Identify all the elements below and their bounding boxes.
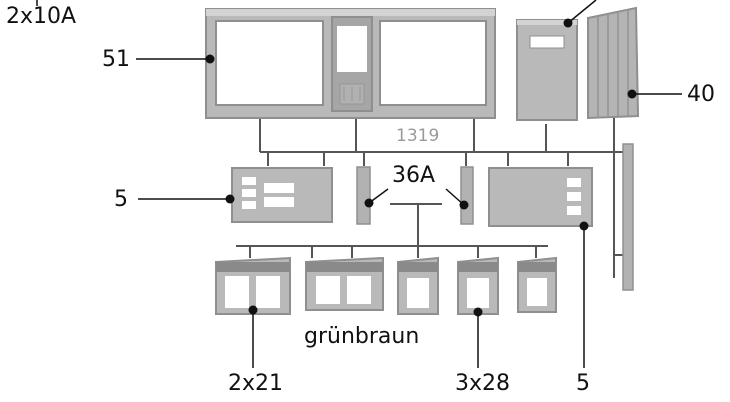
- ribbed-panel-part-40: [587, 6, 640, 120]
- vertical-strip-right: [622, 143, 634, 291]
- label-part-3x28: 3x28: [455, 371, 511, 396]
- label-part-5-left: 5: [114, 187, 128, 212]
- label-part-number-1319: 1319: [396, 126, 440, 146]
- strip-part-36a-right: [460, 166, 474, 225]
- panel-upper-right: [516, 19, 578, 121]
- window-frame-3x28-c: [517, 256, 557, 313]
- label-part-5-bottom: 5: [576, 371, 590, 396]
- label-part-51: 51: [102, 47, 130, 72]
- window-frame-2x21-b: [305, 256, 384, 311]
- panel-part-5-left: [231, 167, 333, 223]
- leader-lines: [36, 0, 682, 368]
- label-part-36a: 36A: [392, 163, 436, 188]
- label-2x10a: 2x10A: [6, 4, 77, 29]
- facade-part-51: [205, 8, 496, 119]
- label-part-2x21: 2x21: [228, 371, 284, 396]
- panel-part-5-right: [488, 167, 593, 227]
- label-part-40: 40: [687, 82, 715, 107]
- strip-part-36a-left: [356, 166, 371, 225]
- window-frame-3x28-b: [457, 256, 499, 315]
- window-frame-2x21-a: [215, 256, 291, 315]
- window-frame-3x28-a: [397, 256, 439, 315]
- label-color-grunbraun: grünbraun: [304, 324, 420, 349]
